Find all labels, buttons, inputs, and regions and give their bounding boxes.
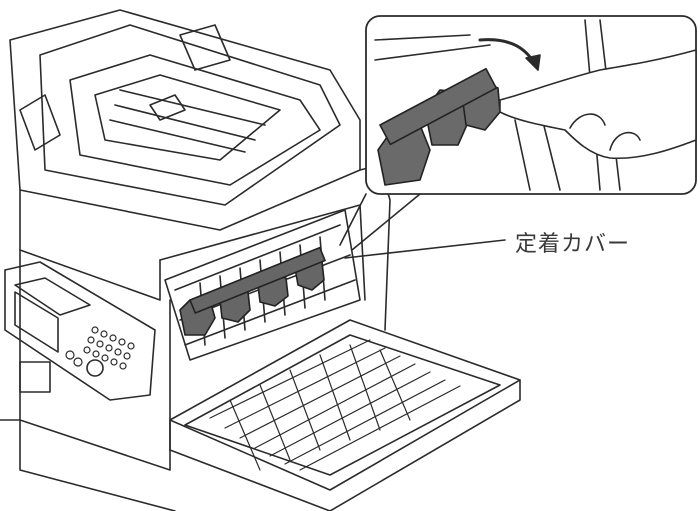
printer-body [0, 9, 391, 511]
hand-pointing-icon [499, 49, 697, 160]
magnified-roller [377, 67, 501, 186]
magnified-inset [339, 15, 697, 251]
control-panel [4, 261, 156, 401]
start-button [86, 359, 104, 377]
keypad [65, 326, 135, 370]
side-door [169, 319, 521, 511]
callout-leader-line [344, 239, 506, 259]
fuser-roller [179, 246, 326, 336]
fuser-cover-label: 定着カバー [515, 232, 631, 257]
fuser-unit [164, 209, 361, 361]
